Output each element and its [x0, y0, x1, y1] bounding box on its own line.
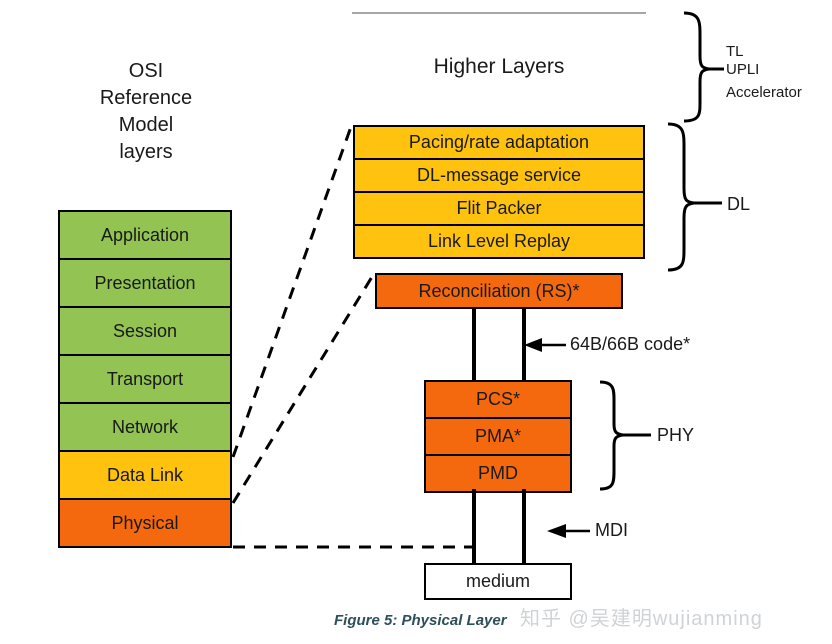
dl-row-label: DL-message service — [416, 165, 582, 185]
osi-layer-label: Application — [100, 224, 190, 245]
watermark: 知乎 @吴建明wujianming — [520, 608, 763, 630]
osi-layer-label: Network — [111, 416, 178, 437]
osi-layer-data-link[interactable]: Data Link — [60, 452, 230, 500]
osi-layer-stack: Application Presentation Session Transpo… — [58, 210, 232, 548]
brace-top-label-upli: UPLI — [726, 61, 760, 78]
arrow-mdi-head — [547, 524, 566, 538]
annotation-mdi: MDI — [595, 520, 628, 540]
osi-layer-network[interactable]: Network — [60, 404, 230, 452]
phy-layer-stack: PCS* PMA* PMD — [424, 380, 572, 493]
brace-top-label-accelerator: Accelerator — [726, 84, 802, 101]
dl-row-label: Pacing/rate adaptation — [408, 132, 590, 152]
brace-top-label-tl: TL — [726, 43, 744, 60]
osi-reference-model-title: OSI Reference Model layers — [58, 58, 234, 166]
dl-row-label: Flit Packer — [456, 198, 542, 218]
osi-title-line-4: layers — [119, 141, 173, 163]
phy-row-pma[interactable]: PMA* — [426, 419, 570, 456]
osi-title-line-3: Model — [118, 114, 174, 136]
connector-bar-left-lower — [472, 489, 476, 565]
higher-layers-label: Higher Layers — [433, 55, 565, 78]
dashed-leader-upper — [231, 123, 354, 458]
higher-layers-rule — [352, 12, 646, 14]
osi-layer-presentation[interactable]: Presentation — [60, 260, 230, 308]
dl-layer-stack: Pacing/rate adaptation DL-message servic… — [353, 125, 645, 259]
brace-phy-label: PHY — [657, 425, 695, 445]
osi-layer-label: Physical — [111, 512, 179, 533]
brace-top — [683, 11, 710, 123]
phy-row-label: PMD — [478, 463, 518, 483]
phy-row-pcs[interactable]: PCS* — [426, 382, 570, 419]
osi-layer-application[interactable]: Application — [60, 212, 230, 260]
osi-title-line-1: OSI — [128, 60, 164, 82]
dashed-leader-lower — [231, 271, 377, 504]
reconciliation-rs-box[interactable]: Reconciliation (RS)* — [375, 273, 623, 309]
dl-row-pacing-rate-adaptation[interactable]: Pacing/rate adaptation — [355, 127, 643, 160]
connector-bar-left-upper — [472, 308, 476, 382]
connector-bar-right-upper — [522, 308, 526, 382]
phy-row-label: PCS* — [475, 389, 520, 409]
arrow-code-head — [524, 338, 542, 352]
dl-row-flit-packer[interactable]: Flit Packer — [355, 193, 643, 226]
osi-title-line-2: Reference — [99, 87, 193, 109]
reconciliation-label: Reconciliation (RS)* — [418, 280, 580, 301]
figure-caption: Figure 5: Physical Layer — [334, 612, 507, 629]
phy-row-label: PMA* — [474, 426, 521, 446]
brace-phy — [599, 380, 624, 491]
phy-row-pmd[interactable]: PMD — [426, 456, 570, 493]
osi-layer-label: Data Link — [106, 464, 184, 485]
brace-dl — [667, 122, 695, 272]
osi-layer-session[interactable]: Session — [60, 308, 230, 356]
medium-label: medium — [465, 571, 531, 591]
annotation-64b66b-code: 64B/66B code* — [570, 334, 691, 354]
connector-bar-right-lower — [522, 489, 526, 565]
dl-row-dl-message-service[interactable]: DL-message service — [355, 160, 643, 193]
dl-row-link-level-replay[interactable]: Link Level Replay — [355, 226, 643, 259]
osi-layer-label: Session — [112, 320, 178, 341]
osi-layer-physical[interactable]: Physical — [60, 500, 230, 548]
osi-layer-label: Presentation — [94, 272, 196, 293]
osi-layer-label: Transport — [106, 368, 184, 389]
osi-layer-transport[interactable]: Transport — [60, 356, 230, 404]
medium-box[interactable]: medium — [424, 563, 572, 600]
brace-dl-label: DL — [727, 194, 751, 214]
dl-row-label: Link Level Replay — [427, 231, 571, 251]
